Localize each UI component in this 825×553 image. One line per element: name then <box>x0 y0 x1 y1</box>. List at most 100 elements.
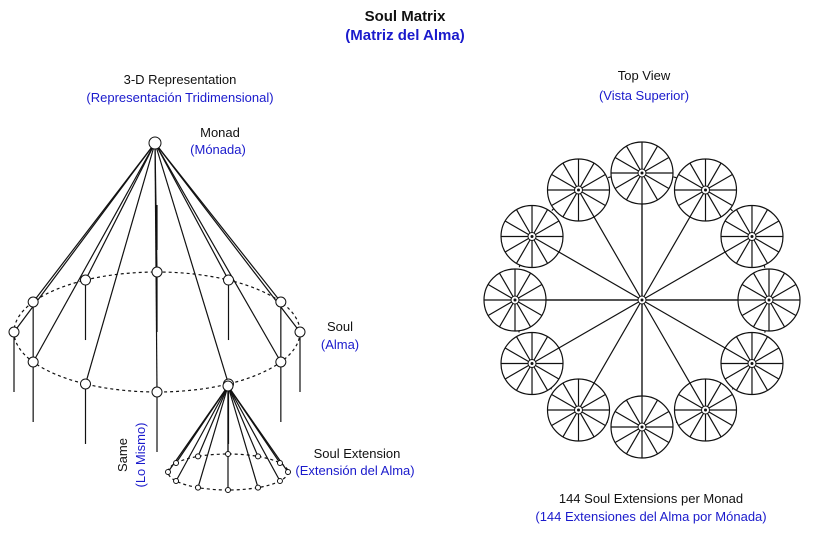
extension-spoke <box>751 363 769 391</box>
soul-label-spanish: (Alma) <box>321 337 359 352</box>
extension-spoke <box>641 399 659 428</box>
extension-spoke <box>752 272 770 301</box>
soul-node <box>151 266 163 278</box>
extension-node <box>165 469 171 475</box>
extension-spoke <box>705 409 733 427</box>
extension-spoke <box>551 409 579 427</box>
extension-spoke <box>705 393 733 411</box>
extension-spoke <box>741 299 770 317</box>
monad-soul-line <box>154 142 282 303</box>
soul-label: Soul <box>327 319 353 334</box>
extension-node <box>195 453 201 460</box>
extension-line <box>227 385 259 457</box>
right-heading-spanish: (Vista Superior) <box>599 88 689 103</box>
extension-spoke <box>577 409 595 438</box>
extension-spoke <box>562 189 580 218</box>
extension-spoke <box>751 220 780 238</box>
extension-spoke <box>562 409 580 438</box>
extension-spoke <box>689 162 707 191</box>
extension-node <box>276 460 283 466</box>
extension-spoke <box>641 145 659 174</box>
extension-spoke <box>578 189 606 207</box>
extension-spoke <box>704 189 722 218</box>
monad-soul-line <box>84 142 156 385</box>
soul-center-dot <box>640 425 644 429</box>
extension-spoke <box>562 162 580 191</box>
extension-spoke <box>641 172 659 201</box>
extension-spoke <box>751 236 769 264</box>
extension-node <box>255 484 261 491</box>
extension-line <box>175 385 229 482</box>
extension-spoke <box>751 336 769 364</box>
extension-spoke <box>641 426 670 444</box>
soul-center-dot <box>750 362 754 365</box>
soul-node <box>151 386 163 398</box>
extension-spoke <box>515 336 533 364</box>
soul-center-dot <box>750 235 754 238</box>
soul-node <box>27 296 39 308</box>
extension-spoke <box>514 299 532 328</box>
extension-spoke <box>724 220 753 238</box>
extension-spoke <box>531 347 560 365</box>
extension-node <box>225 487 231 493</box>
extension-spoke <box>625 145 643 174</box>
extension-spoke <box>487 299 516 317</box>
extension-spoke <box>504 220 533 238</box>
monad-soul-line <box>154 142 282 363</box>
extension-spoke <box>678 173 706 191</box>
extension-spoke <box>498 272 516 301</box>
extension-label-spanish: (Extensión del Alma) <box>295 463 414 478</box>
extension-spoke <box>689 189 707 218</box>
extension-spoke <box>531 235 560 253</box>
extension-spoke <box>641 172 670 190</box>
extension-spoke <box>641 426 659 455</box>
monad-soul-line <box>154 142 230 385</box>
extension-line <box>167 385 229 473</box>
extension-spoke <box>735 336 753 364</box>
extension-spoke <box>689 409 707 438</box>
extension-spoke <box>678 189 706 207</box>
extension-node <box>225 451 231 457</box>
extension-spoke <box>704 162 722 191</box>
extension-node <box>173 478 180 484</box>
extension-spoke <box>531 362 560 380</box>
extension-spoke <box>705 189 733 207</box>
extension-node <box>276 478 283 484</box>
extension-spoke <box>735 236 753 264</box>
extension-spoke <box>705 173 733 191</box>
soul-node <box>275 296 287 308</box>
extension-apex-node <box>222 380 234 392</box>
main-title: Soul Matrix <box>365 8 447 25</box>
monad-soul-line <box>32 142 156 363</box>
extension-spoke <box>515 209 533 237</box>
main-title-spanish: (Matriz del Alma) <box>345 27 464 44</box>
extension-spoke <box>562 382 580 411</box>
extension-spoke <box>724 235 753 253</box>
extension-spoke <box>735 209 753 237</box>
left-heading-spanish: (Representación Tridimensional) <box>86 90 273 105</box>
soul-node <box>223 274 234 286</box>
soul-node <box>27 356 39 368</box>
extension-spoke <box>531 336 549 364</box>
extension-spoke <box>551 189 579 207</box>
monad-soul-line <box>154 142 230 281</box>
extension-spoke <box>515 236 533 264</box>
extension-line <box>227 385 281 464</box>
left-heading: 3-D Representation <box>124 72 237 87</box>
caption: 144 Soul Extensions per Monad <box>559 491 743 506</box>
soul-node <box>80 378 91 390</box>
extension-spoke <box>578 409 606 427</box>
extension-node <box>285 469 291 475</box>
soul-node <box>80 274 91 286</box>
extension-spoke <box>751 209 769 237</box>
caption-spanish: (144 Extensiones del Alma por Mónada) <box>535 509 766 524</box>
extension-spoke <box>625 426 643 455</box>
extension-line <box>197 385 229 457</box>
extension-spoke <box>735 363 753 391</box>
soul-node <box>275 356 287 368</box>
soul-center-dot <box>577 408 580 412</box>
extension-spoke <box>614 172 643 190</box>
extension-spoke <box>751 235 780 253</box>
extension-spoke <box>514 299 543 317</box>
